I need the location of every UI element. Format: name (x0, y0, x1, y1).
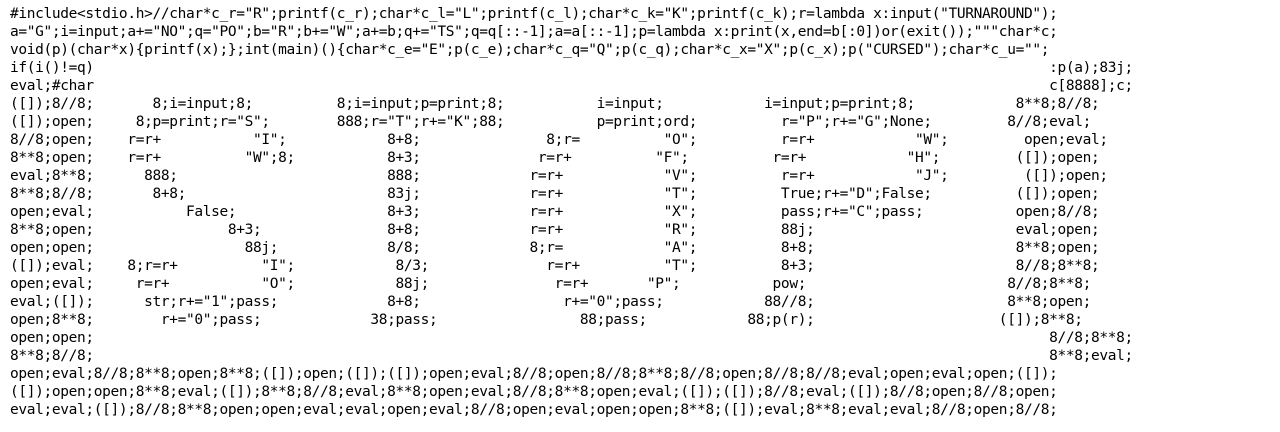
code-line: 8**8;8//8; 8**8;eval; (10, 348, 1133, 364)
code-line: ([]);8//8; 8;i=input;8; 8;i=input;p=prin… (10, 96, 1100, 112)
code-line: void(p)(char*x){printf(x);};int(main)(){… (10, 42, 1050, 58)
code-line: open;open; 8//8;8**8; (10, 330, 1133, 346)
code-line: open;eval; False; 8+3; r=r+ "X"; pass;r+… (10, 204, 1100, 220)
code-line: a="G";i=input;a+="NO";q="PO";b="R";b+="W… (10, 24, 1058, 40)
code-line: #include<stdio.h>//char*c_r="R";printf(c… (10, 6, 1058, 22)
code-line: ([]);eval; 8;r=r+ "I"; 8/3; r=r+ "T"; 8+… (10, 258, 1100, 274)
code-line: eval;([]); str;r+="1";pass; 8+8; r+="0";… (10, 294, 1091, 310)
code-line: 8**8;open; 8+3; 8+8; r=r+ "R"; 88j; eval… (10, 222, 1100, 238)
code-line: open;8**8; r+="0";pass; 38;pass; 88;pass… (10, 312, 1083, 328)
code-line: 8**8;8//8; 8+8; 83j; r=r+ "T"; True;r+="… (10, 186, 1100, 202)
code-line: ([]);open;open;8**8;eval;([]);8**8;8//8;… (10, 384, 1058, 400)
code-line: ([]);open; 8;p=print;r="S"; 888;r="T";r+… (10, 114, 1091, 130)
code-line: open;open; 88j; 8/8; 8;r= "A"; 8+8; 8**8… (10, 240, 1100, 256)
code-line: eval;eval;([]);8//8;8**8;open;open;eval;… (10, 402, 1058, 418)
code-line: if(i()!=q) :p(a);83j; (10, 60, 1133, 76)
code-line: eval;8**8; 888; 888; r=r+ "V"; r=r+ "J";… (10, 168, 1108, 184)
code-line: 8//8;open; r=r+ "I"; 8+8; 8;r= "O"; r=r+… (10, 132, 1108, 148)
code-line: open;eval; r=r+ "O"; 88j; r=r+ "P"; pow;… (10, 276, 1091, 292)
code-line: open;eval;8//8;8**8;open;8**8;([]);open;… (10, 366, 1058, 382)
code-line: eval;#char c[8888];c; (10, 78, 1133, 94)
code-line: 8**8;open; r=r+ "W";8; 8+3; r=r+ "F"; r=… (10, 150, 1100, 166)
